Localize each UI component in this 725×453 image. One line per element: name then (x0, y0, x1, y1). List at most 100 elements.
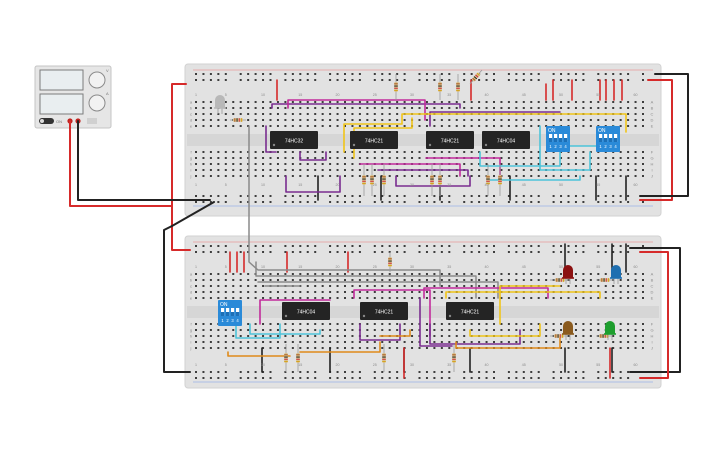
hole[interactable] (314, 341, 317, 343)
hole[interactable] (396, 347, 399, 349)
hole[interactable] (425, 323, 428, 325)
hole[interactable] (291, 101, 294, 103)
hole[interactable] (493, 151, 495, 153)
hole[interactable] (195, 291, 197, 293)
hole[interactable] (507, 251, 510, 253)
hole[interactable] (262, 245, 265, 247)
hole[interactable] (403, 157, 406, 159)
hole[interactable] (396, 285, 399, 287)
hole[interactable] (478, 341, 481, 343)
hole[interactable] (329, 285, 332, 287)
hole[interactable] (627, 347, 630, 349)
hole[interactable] (232, 291, 235, 293)
hole[interactable] (411, 297, 414, 299)
hole[interactable] (351, 297, 354, 299)
hole[interactable] (485, 285, 488, 287)
hole[interactable] (262, 329, 265, 331)
hole[interactable] (522, 163, 525, 165)
hole[interactable] (560, 195, 563, 197)
hole[interactable] (366, 169, 369, 171)
hole[interactable] (537, 195, 540, 197)
hole[interactable] (366, 273, 369, 275)
hole[interactable] (269, 371, 272, 373)
hole[interactable] (642, 329, 644, 331)
hole[interactable] (530, 73, 533, 75)
hole[interactable] (291, 163, 294, 165)
hole[interactable] (344, 163, 346, 165)
hole[interactable] (440, 341, 443, 343)
hole[interactable] (336, 297, 339, 299)
hole[interactable] (560, 347, 563, 349)
hole[interactable] (560, 201, 563, 203)
hole[interactable] (552, 273, 555, 275)
hole[interactable] (574, 323, 577, 325)
hole[interactable] (262, 291, 265, 293)
hole[interactable] (515, 125, 518, 127)
hole[interactable] (329, 175, 332, 177)
hole[interactable] (493, 245, 495, 247)
hole[interactable] (314, 377, 317, 379)
hole[interactable] (403, 73, 406, 75)
hole[interactable] (619, 175, 622, 177)
hole[interactable] (254, 151, 257, 153)
hole[interactable] (574, 377, 577, 379)
hole[interactable] (247, 79, 250, 81)
hole[interactable] (537, 201, 540, 203)
hole[interactable] (195, 245, 197, 247)
hole[interactable] (209, 107, 212, 109)
hole[interactable] (209, 79, 212, 81)
hole[interactable] (411, 329, 414, 331)
hole[interactable] (552, 175, 555, 177)
hole[interactable] (545, 329, 548, 331)
hole[interactable] (448, 335, 451, 337)
hole[interactable] (507, 119, 510, 121)
hole[interactable] (314, 125, 317, 127)
hole[interactable] (634, 169, 637, 171)
hole[interactable] (433, 119, 436, 121)
hole[interactable] (195, 175, 197, 177)
hole[interactable] (589, 157, 592, 159)
hole[interactable] (537, 107, 540, 109)
hole[interactable] (522, 195, 525, 197)
hole[interactable] (276, 169, 279, 171)
hole[interactable] (619, 279, 622, 281)
logic-wire-yellow[interactable] (445, 291, 601, 299)
hole[interactable] (366, 107, 369, 109)
hole[interactable] (262, 347, 265, 349)
hole[interactable] (396, 291, 399, 293)
hole[interactable] (269, 335, 272, 337)
hole[interactable] (574, 195, 577, 197)
hole[interactable] (507, 175, 510, 177)
hole[interactable] (388, 101, 391, 103)
hole[interactable] (202, 163, 205, 165)
hole[interactable] (597, 101, 600, 103)
hole[interactable] (627, 175, 630, 177)
hole[interactable] (463, 273, 466, 275)
hole[interactable] (232, 175, 235, 177)
hole[interactable] (530, 151, 533, 153)
hole[interactable] (425, 297, 428, 299)
hole[interactable] (619, 371, 622, 373)
hole[interactable] (507, 157, 510, 159)
hole[interactable] (619, 341, 622, 343)
hole[interactable] (381, 279, 384, 281)
hole[interactable] (224, 101, 227, 103)
hole[interactable] (470, 297, 473, 299)
hole[interactable] (604, 163, 607, 165)
hole[interactable] (560, 285, 563, 287)
logic-wire-yellow[interactable] (343, 113, 627, 153)
hole[interactable] (627, 335, 630, 337)
hole[interactable] (567, 285, 570, 287)
hole[interactable] (314, 73, 317, 75)
hole[interactable] (195, 195, 197, 197)
hole[interactable] (493, 341, 495, 343)
hole[interactable] (463, 73, 466, 75)
hole[interactable] (493, 329, 495, 331)
hole[interactable] (232, 329, 235, 331)
hole[interactable] (567, 201, 570, 203)
hole[interactable] (634, 297, 637, 299)
hole[interactable] (202, 323, 205, 325)
hole[interactable] (314, 119, 317, 121)
logic-wire-orange[interactable] (379, 329, 411, 337)
hole[interactable] (574, 335, 577, 337)
